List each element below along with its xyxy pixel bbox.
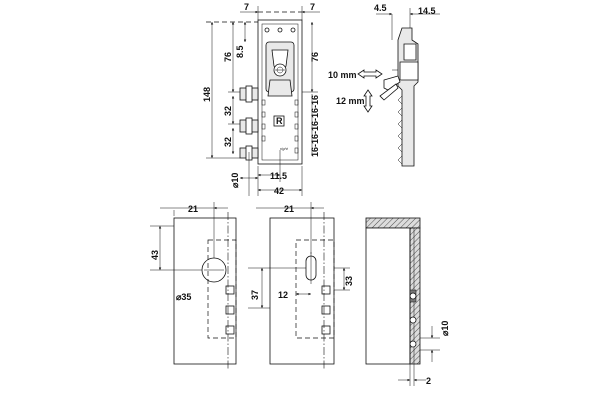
dim-upper-right: 76	[310, 52, 320, 62]
dim-side-left: 4.5	[374, 3, 387, 13]
double-arrow-vertical-icon	[363, 89, 373, 113]
plate-label: right	[280, 146, 289, 151]
cabinet-side-section	[365, 227, 411, 365]
dim-32-b: 32	[223, 137, 233, 147]
dim-32-a: 32	[223, 106, 233, 116]
dim-bv2-37: 37	[250, 290, 260, 300]
plate-slots	[261, 99, 299, 154]
front-view: R right 7 7 148 76	[202, 2, 320, 196]
adjust-label-horizontal: 10 mm	[328, 70, 357, 80]
dim-left-offset: 7	[244, 2, 249, 12]
dim-hole-offset: 11.5	[270, 171, 287, 181]
dim-bv2-12: 12	[278, 290, 288, 300]
dim-section-gap: 2	[426, 376, 431, 386]
r-badge-text: R	[276, 116, 283, 126]
dim-width: 42	[274, 186, 284, 196]
section-view: ⌀10 2	[365, 217, 450, 386]
side-teeth	[397, 95, 403, 165]
dim-bv2-33: 33	[344, 276, 354, 286]
dim-upper-left: 76	[223, 52, 233, 62]
double-arrow-horizontal-icon	[357, 69, 383, 79]
bottom-view-2: 21 37 12 33	[248, 202, 354, 370]
adjust-label-vertical: 12 mm	[336, 96, 365, 106]
cabinet-side-2	[269, 217, 335, 365]
dim-hole-dia: ⌀10	[230, 173, 240, 188]
side-view: 4.5 14.5 10 mm 12 mm	[328, 3, 440, 167]
dim-pitch-16: 16-16-16-16-16	[310, 95, 320, 157]
dim-bv2-offset: 21	[284, 204, 294, 214]
dowels	[239, 85, 259, 161]
cabinet-top-section	[365, 217, 421, 229]
plate-holes-top	[264, 27, 296, 33]
bottom-view-1: 21 43 ⌀35	[150, 202, 237, 370]
dim-bv1-height: 43	[150, 250, 160, 260]
dim-bv1-offset: 21	[188, 204, 198, 214]
dim-bv1-bore: ⌀35	[176, 292, 191, 302]
dim-right-offset: 7	[310, 2, 315, 12]
r-badge	[273, 115, 285, 127]
dim-total-height: 148	[202, 87, 212, 102]
dim-section-hole: ⌀10	[440, 321, 450, 336]
dim-top-inset: 8.5	[235, 45, 245, 58]
dim-side-right: 14.5	[418, 6, 436, 16]
